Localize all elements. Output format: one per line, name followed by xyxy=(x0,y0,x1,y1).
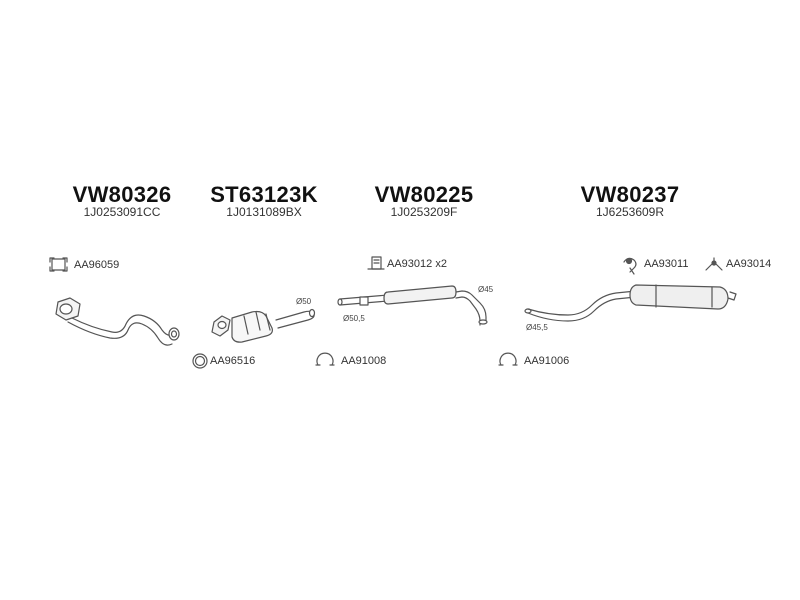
front-pipe-drawing xyxy=(55,297,180,346)
catalyst-drawing xyxy=(211,308,316,343)
part-code-rear-silencer: VW80237 xyxy=(580,182,680,207)
part-oe-catalyst: 1J0131089BX xyxy=(226,205,302,219)
accessory-clamp-label: AA91006 xyxy=(524,355,570,367)
gasket-icon xyxy=(49,257,68,272)
part-oe-front-pipe: 1J0253091CC xyxy=(83,205,161,219)
accessory-gasket-label: AA96059 xyxy=(74,259,120,271)
rubber-hanger-icon xyxy=(623,257,637,275)
accessory-clamp-label: AA91008 xyxy=(341,355,387,367)
part-oe-middle-silencer: 1J0253209F xyxy=(390,205,458,219)
accessory-hanger-label: AA93011 xyxy=(644,258,689,270)
accessory-ring-label: AA96516 xyxy=(210,355,256,367)
diameter-label: Ø45 xyxy=(478,285,494,294)
rubber-hanger-icon xyxy=(705,257,723,271)
bracket-icon xyxy=(367,256,385,270)
middle-silencer-drawing xyxy=(337,285,488,326)
part-code-middle-silencer: VW80225 xyxy=(374,182,474,207)
part-code-front-pipe: VW80326 xyxy=(72,182,172,207)
sealing-ring-icon xyxy=(192,353,208,369)
accessory-hanger-label: AA93014 xyxy=(726,258,772,270)
accessory-bracket-label: AA93012 x2 xyxy=(387,258,447,270)
clamp-icon xyxy=(498,352,518,366)
clamp-icon xyxy=(315,352,335,366)
diameter-label: Ø45,5 xyxy=(526,323,548,332)
diameter-label: Ø50,5 xyxy=(343,314,365,323)
rear-silencer-drawing xyxy=(524,284,737,322)
part-code-catalyst: ST63123K xyxy=(210,182,318,207)
diameter-label: Ø50 xyxy=(296,297,312,306)
part-oe-rear-silencer: 1J6253609R xyxy=(595,205,665,219)
